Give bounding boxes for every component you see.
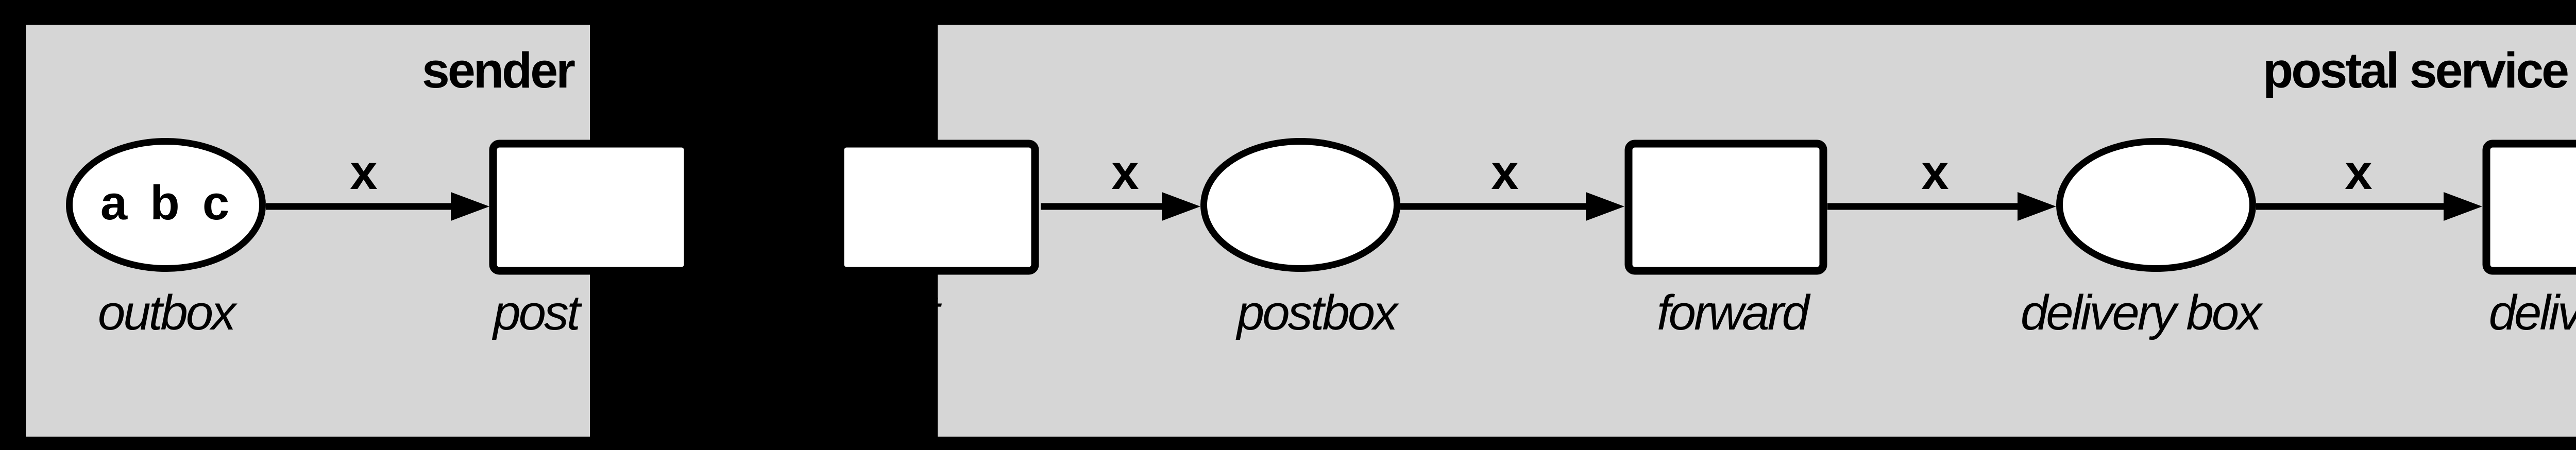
transition-forward [1624,140,1827,275]
place-postbox [1200,138,1400,272]
arc-inscription: x [1921,145,1948,200]
transition-label-post-postal-copy: post [851,285,942,340]
arrowhead-icon [451,192,489,221]
arrowhead-icon [2018,192,2056,221]
transition-label-deliver-postal: deliver [2489,285,2576,340]
arc-forward-to-delivery-box: x [1827,145,2056,221]
transition-post-sender [489,140,692,275]
arrowhead-icon [2444,192,2482,221]
arrowhead-icon [1162,192,1200,221]
transition-post-postal-copy [836,140,1039,275]
module-title-postal-service: postal service [2263,42,2568,98]
place-label-postbox: postbox [1235,285,1399,340]
arc-outbox-to-post: x [266,145,489,221]
arc-inscription: x [1491,145,1518,200]
place-label-delivery-box: delivery box [2021,285,2263,340]
transition-label-forward: forward [1657,285,1811,340]
place-delivery-box [2056,138,2256,272]
arc-inscription: x [350,145,377,200]
outbox-token-list: a b c [100,176,228,230]
arc-inscription: x [2345,145,2372,200]
place-outbox [66,138,266,272]
arc-postbox-to-forward: x [1400,145,1624,221]
arrowhead-icon [1586,192,1624,221]
transition-deliver-postal [2482,140,2576,275]
transition-label-post: post [492,285,582,340]
module-title-sender: sender [422,42,575,98]
arc-inscription: x [1111,145,1139,200]
arc-post-to-postbox: x [1041,145,1200,221]
place-label-outbox: outbox [98,285,238,340]
arc-delivery-box-to-deliver: x [2256,145,2482,221]
